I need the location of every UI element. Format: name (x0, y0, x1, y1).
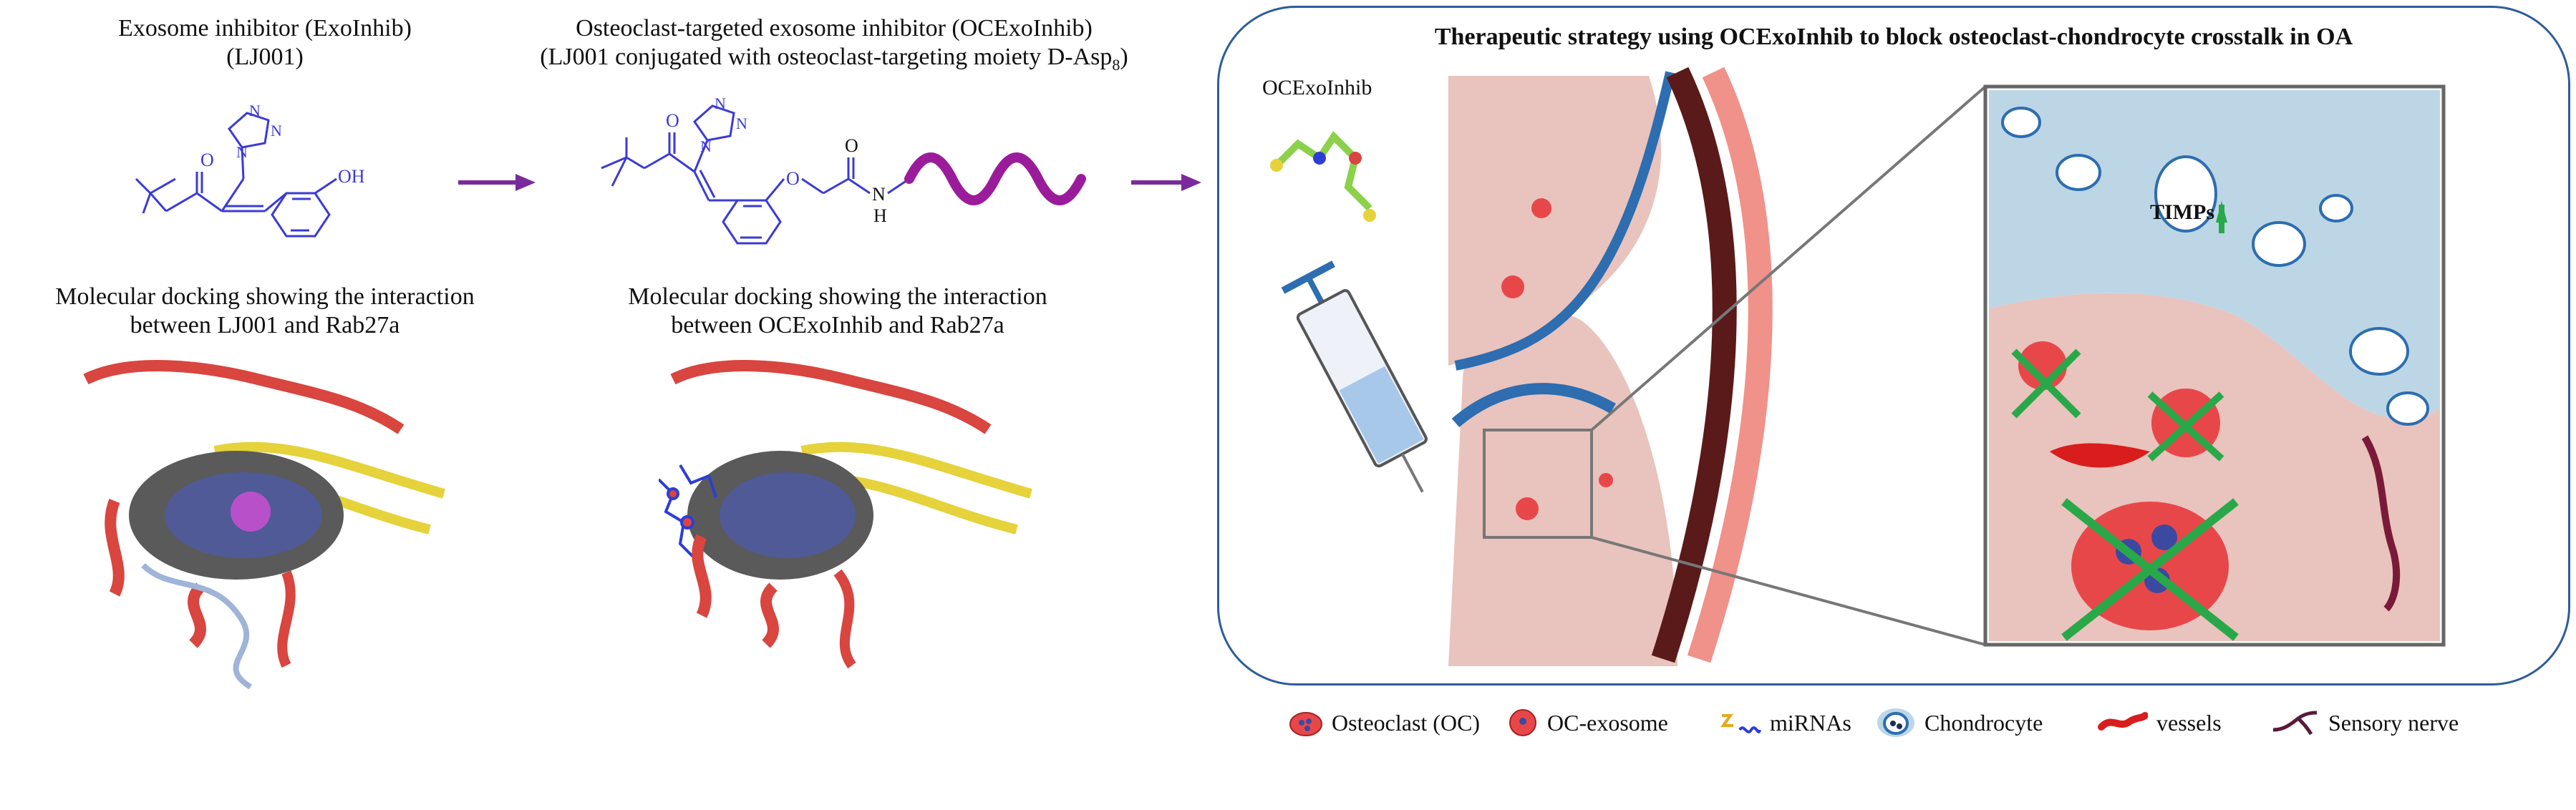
timps-label: TIMPs (2150, 200, 2214, 224)
compound1-subtitle: (LJ001) (226, 44, 304, 70)
arrow-right-1 (458, 174, 536, 191)
ocexo-ether-o: O (786, 168, 800, 189)
docking1-caption-line1: Molecular docking showing the interactio… (55, 283, 475, 310)
compound2-subtitle: (LJ001 conjugated with osteoclast-target… (540, 44, 1113, 70)
strategy-illustration: TIMPs (1270, 67, 2446, 666)
ocexo-amide-h: H (873, 205, 887, 226)
osteoclast-icon (1289, 712, 1322, 736)
zoom-panel: TIMPs (1983, 84, 2446, 647)
left-panel: Exosome inhibitor (ExoInhib) (LJ001) Ost… (0, 0, 1201, 810)
legend-mirnas-label: miRNAs (1770, 709, 1851, 736)
compound2-subtitle-line: (LJ001 conjugated with osteoclast-target… (501, 43, 1167, 79)
compound2-subscript: 8 (1112, 55, 1120, 74)
compound1-title-line: Exosome inhibitor (ExoInhib) (118, 15, 412, 42)
docking2-caption-line1: Molecular docking showing the interactio… (628, 283, 1047, 310)
docking1-protein-image (83, 360, 445, 690)
legend-osteoclast: Osteoclast (OC) (1289, 708, 1480, 737)
ocexo-triazole-n2: N (736, 114, 747, 132)
ocexo-amide-o: O (845, 135, 858, 156)
strategy-title: Therapeutic strategy using OCExoInhib to… (1434, 24, 2353, 50)
legend-vessels: vessels (2098, 708, 2222, 737)
legend-sensory-nerve-label: Sensory nerve (2328, 709, 2459, 736)
compound2-subtitle-close: ) (1120, 44, 1128, 70)
legend-osteoclast-label: Osteoclast (OC) (1332, 709, 1481, 736)
docking2-caption-line2: between OCExoInhib and Rab27a (671, 312, 1004, 338)
legend-mirnas: miRNAs (1718, 708, 1851, 737)
legend-oc-exosome-label: OC-exosome (1547, 709, 1668, 736)
oc-exosome-icon (1509, 709, 1536, 736)
lj001-triazole-n1: N (249, 102, 261, 119)
ocexoinhib-molecule-icon (1270, 131, 1376, 222)
compound1-title: Exosome inhibitor (ExoInhib) (LJ001) (29, 14, 501, 72)
syringe-icon (1281, 260, 1428, 493)
ocexo-ketone-o: O (666, 110, 679, 131)
legend-vessels-label: vessels (2156, 709, 2222, 736)
ocexo-amide-n: N (872, 184, 886, 205)
legend-sensory-nerve: Sensory nerve (2270, 708, 2459, 737)
lj001-hydroxyl: OH (338, 166, 365, 187)
lj001-triazole-n3: N (236, 143, 248, 161)
compound2-title-line: Osteoclast-targeted exosome inhibitor (O… (576, 15, 1093, 42)
ocexo-triazole-n1: N (715, 94, 726, 112)
lj001-structure: O N N N OH (135, 102, 365, 238)
molecule-label: OCExoInhib (1262, 76, 1372, 99)
arrow-right-2 (1131, 174, 1201, 191)
compound2-title: Osteoclast-targeted exosome inhibitor (O… (501, 14, 1167, 79)
docking1-caption: Molecular docking showing the interactio… (14, 283, 515, 340)
lj001-ketone-o: O (200, 150, 214, 170)
sensory-nerve-icon (2272, 711, 2318, 736)
mirna-icon (1720, 714, 1761, 733)
legend-chondrocyte-label: Chondrocyte (1924, 709, 2043, 736)
joint-illustration (1441, 67, 1773, 666)
ocexo-triazole-n3: N (700, 137, 712, 155)
legend-chondrocyte: Chondrocyte (1876, 708, 2043, 737)
chondrocyte-icon (1877, 708, 1914, 737)
docking2-caption: Molecular docking showing the interactio… (587, 283, 1088, 340)
legend-oc-exosome: OC-exosome (1507, 708, 1668, 737)
ocexoinhib-structure: O N N N O O N H (601, 94, 1086, 245)
vessel-icon (2098, 712, 2148, 731)
lj001-triazole-n2: N (271, 122, 282, 140)
docking2-protein-image (659, 360, 1032, 669)
docking1-caption-line2: between LJ001 and Rab27a (130, 312, 400, 338)
strategy-panel: Therapeutic strategy using OCExoInhib to… (1217, 6, 2570, 685)
